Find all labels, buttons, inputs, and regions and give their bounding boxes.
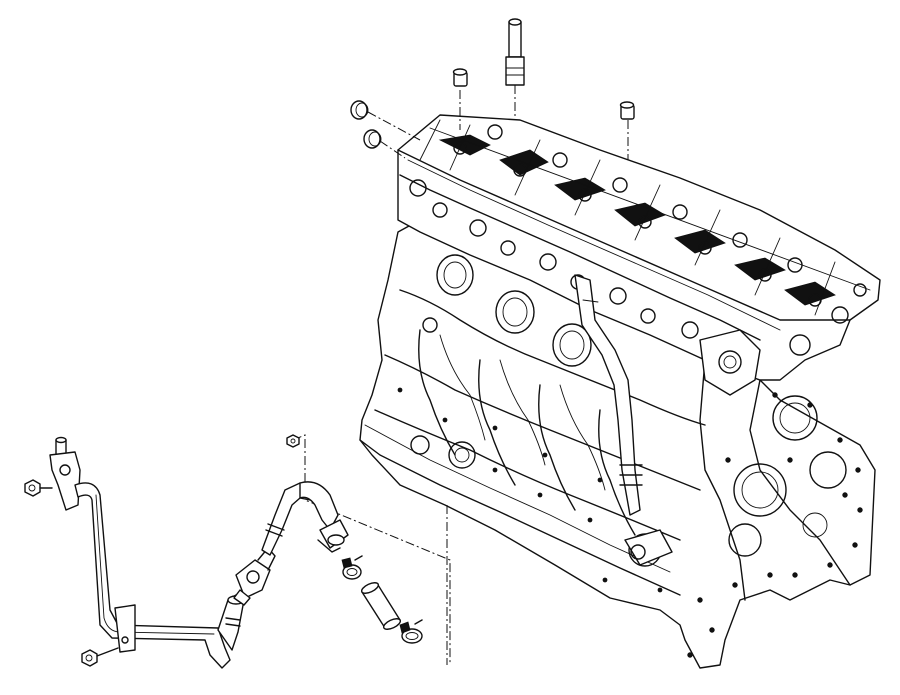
coolant-tube-assembly	[24, 434, 423, 669]
expansion-plug-1	[350, 100, 369, 120]
tube-bracket	[114, 604, 136, 653]
bolt-bottom	[81, 647, 119, 667]
head-plugs	[350, 18, 635, 149]
plug-cap-2	[619, 101, 635, 120]
block-coolant-tube	[574, 274, 673, 566]
bolt-left	[24, 479, 53, 497]
gear-case-bolts	[687, 392, 863, 658]
block-bolts	[397, 387, 663, 593]
hose-clamp-upper	[341, 555, 363, 580]
hose-clamp-lower	[399, 619, 423, 644]
engine-block	[359, 219, 876, 669]
head-detail-lines	[419, 119, 871, 316]
leader-lines	[292, 85, 629, 665]
quick-connector	[233, 547, 276, 606]
valve-train	[438, 124, 836, 307]
expansion-plug-2	[363, 129, 382, 149]
top-stud	[505, 18, 525, 86]
cylinder-head	[397, 114, 881, 396]
coupling-hose	[360, 582, 402, 630]
bolt-top	[286, 434, 300, 448]
tube-fitting-upper	[49, 436, 81, 511]
plug-cap-1	[452, 68, 468, 87]
